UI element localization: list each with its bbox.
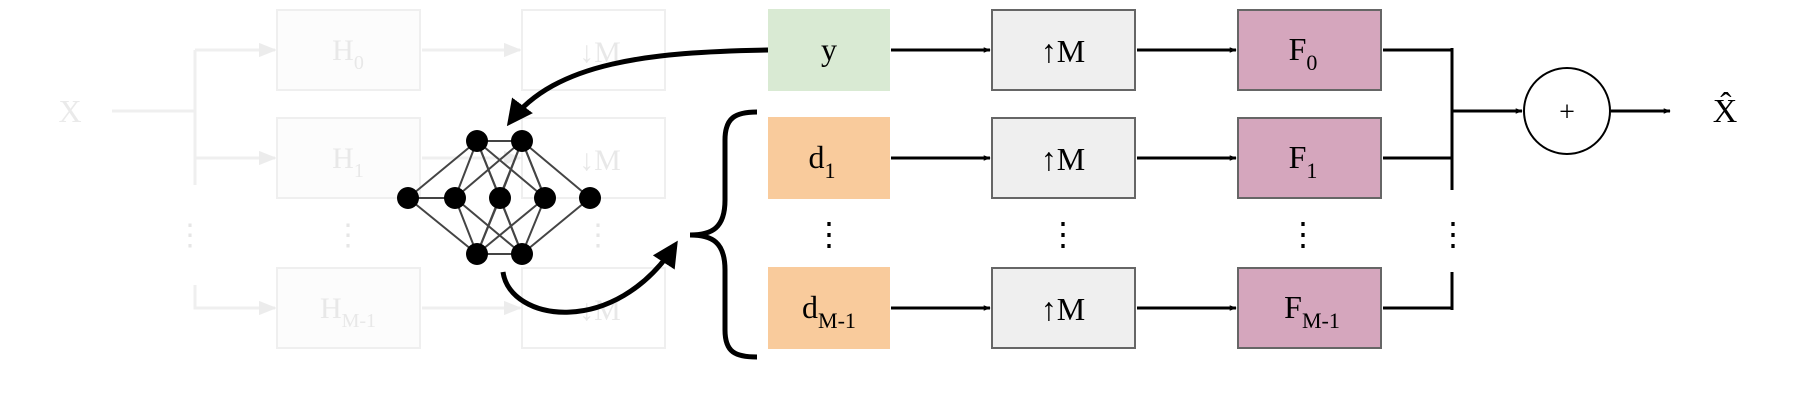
- upsample-box-0: [991, 9, 1136, 91]
- faded-down-box-0: [521, 9, 666, 91]
- faded-h0-label: H0: [332, 34, 364, 74]
- filter-label-1: F1: [1289, 139, 1318, 183]
- nn-node: [397, 187, 419, 209]
- y-box: [768, 9, 890, 91]
- filter-label-2: FM-1: [1284, 289, 1340, 333]
- ellipsis-inputs: ⋮: [813, 216, 845, 252]
- dm-box: [768, 267, 890, 349]
- faded-h0-box: [276, 9, 421, 91]
- filter-box-2: [1237, 267, 1382, 349]
- arrow-y-to-network: [506, 47, 769, 127]
- faded-h1-label: H1: [332, 142, 364, 182]
- faded-ellipsis-2: ⋮: [583, 219, 613, 252]
- curly-brace: [689, 109, 758, 360]
- faded-down-box-1: [521, 117, 666, 199]
- nn-edge: [454, 140, 523, 199]
- nn-edge: [521, 140, 591, 199]
- upsample-label-1: ↑M: [1041, 141, 1085, 177]
- ellipsis-upsample: ⋮: [1047, 216, 1079, 252]
- arrow-network-to-brace: [500, 240, 678, 315]
- nn-node: [511, 243, 533, 265]
- upsample-box-2: [991, 267, 1136, 349]
- nn-node: [444, 187, 466, 209]
- nn-edge: [407, 140, 478, 199]
- sum-node: [1523, 67, 1611, 155]
- faded-down-label-1: ↓M: [579, 144, 621, 177]
- faded-hm-label: HM-1: [320, 292, 376, 332]
- nn-edge: [454, 197, 523, 255]
- upsample-box-1: [991, 117, 1136, 199]
- nn-node: [534, 187, 556, 209]
- dm-label: dM-1: [802, 289, 856, 333]
- faded-branch-m: [193, 285, 277, 316]
- faded-input-label: X: [58, 93, 81, 129]
- nn-node: [466, 243, 488, 265]
- ellipsis-bus: ⋮: [1437, 216, 1469, 252]
- upsample-label-0: ↑M: [1041, 33, 1085, 69]
- nn-edge: [407, 197, 478, 255]
- nn-edge: [521, 197, 591, 255]
- faded-h1-box: [276, 117, 421, 199]
- upsample-label-2: ↑M: [1041, 291, 1085, 327]
- nn-node: [579, 187, 601, 209]
- nn-node: [511, 130, 533, 152]
- neural-network-icon: [397, 130, 601, 265]
- nn-edge: [476, 140, 546, 199]
- y-label: y: [821, 31, 837, 67]
- nn-node: [489, 187, 511, 209]
- filter-label-0: F0: [1289, 31, 1318, 75]
- filter-box-1: [1237, 117, 1382, 199]
- nn-edge: [476, 197, 546, 255]
- d1-box: [768, 117, 890, 199]
- faded-ellipsis-1: ⋮: [333, 219, 363, 252]
- ellipsis-filters: ⋮: [1287, 216, 1319, 252]
- nn-node: [466, 130, 488, 152]
- filter-box-0: [1237, 9, 1382, 91]
- faded-analysis-bank: X H0 H1 HM-1 ↓M ↓M ↓M ⋮ ⋮ ⋮: [58, 9, 666, 349]
- faded-hm-box: [276, 267, 421, 349]
- d1-label: d1: [809, 139, 836, 183]
- output-label: X̂: [1713, 91, 1738, 130]
- faded-ellipsis-0: ⋮: [175, 219, 205, 252]
- sum-symbol: +: [1559, 97, 1575, 128]
